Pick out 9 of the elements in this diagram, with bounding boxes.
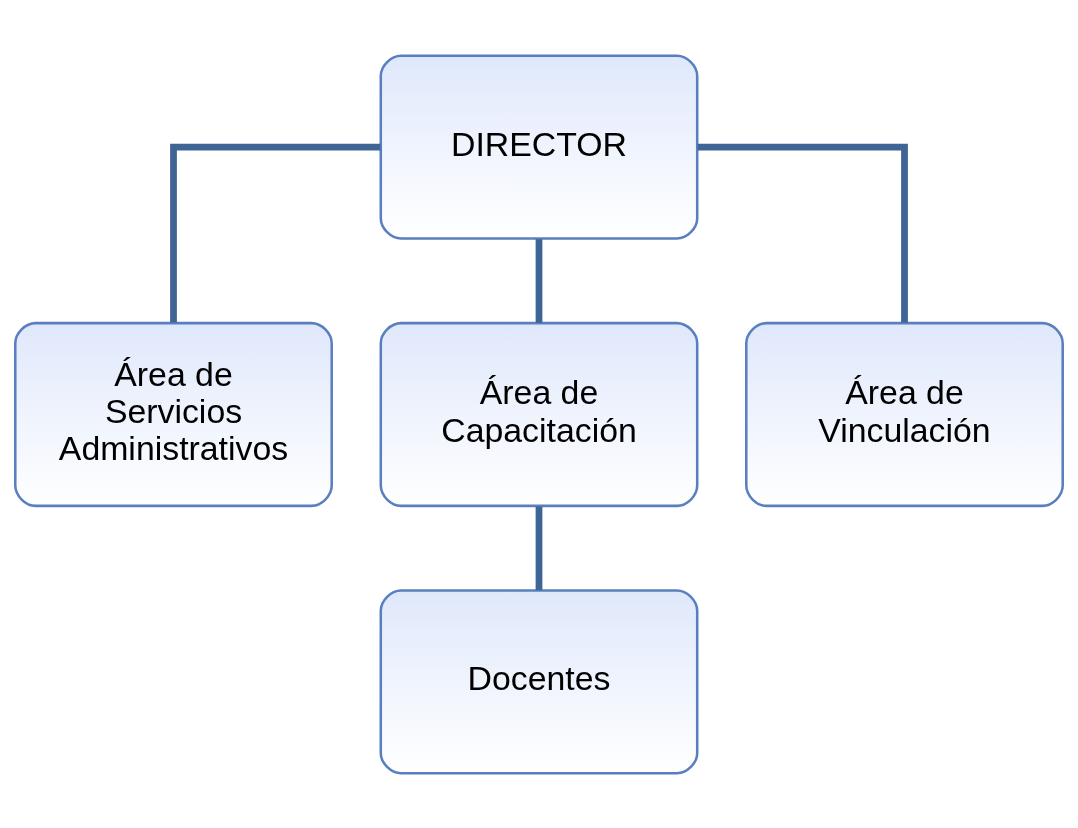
node-box: Área de Servicios Administrativos — [14, 321, 333, 507]
connector — [697, 143, 908, 322]
connector — [535, 506, 543, 590]
node-box: DIRECTOR — [379, 54, 699, 240]
node-box: Área de Capacitación — [379, 321, 699, 507]
connector — [535, 238, 543, 323]
node-box: Área de Vinculación — [745, 321, 1064, 507]
node-box: Docentes — [379, 588, 699, 774]
connector — [170, 143, 381, 322]
